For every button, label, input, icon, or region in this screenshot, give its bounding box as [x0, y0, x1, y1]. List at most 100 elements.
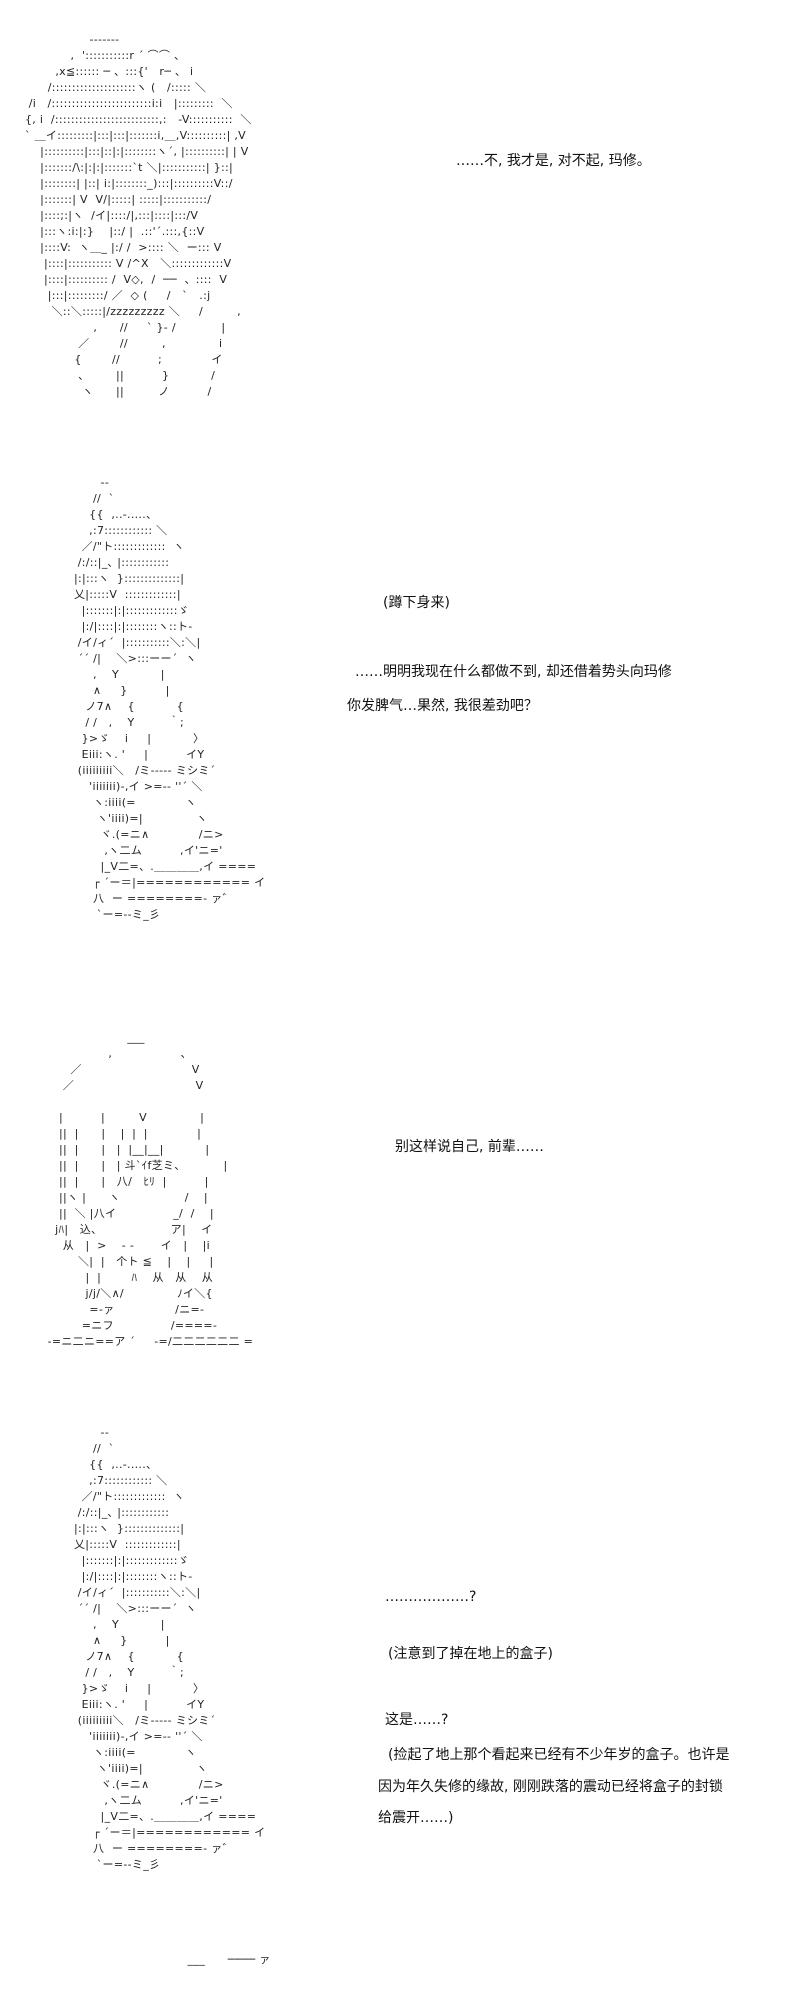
dialogue-line: ……明明我现在什么都做不到, 却还借着势头向玛修	[355, 664, 672, 680]
ascii-art-line: Eiii:ヽ. ' | イY	[55, 748, 205, 761]
ascii-art-figure-4: -- // ` {{ ,..-.....、 ,:7:::::::::::: ＼ …	[55, 1425, 265, 1873]
ascii-art-line: ,:7:::::::::::: ＼	[55, 1474, 168, 1487]
ascii-art-line: / / , Y ｀;	[55, 716, 185, 729]
ascii-art-line: /i /:::::::::::::::::::::::::i:i |::::::…	[25, 97, 233, 110]
ascii-art-line: ,ヽ二ム ,イ'ニ='	[55, 1794, 223, 1807]
ascii-art-line: ,ヽ二ム ,イ'ニ='	[55, 844, 223, 857]
ascii-art-line: ＼::＼:::::|/zzzzzzzzz ＼ / ,	[25, 305, 241, 318]
ascii-art-line: |_V二=、.＿＿＿＿,イ ====	[55, 860, 257, 873]
ascii-art-line: --	[55, 476, 110, 489]
ascii-art-line: ノ7∧ { {	[55, 1650, 184, 1663]
ascii-art-line: |::::::::| |::| i:|::::::::_):::|:::::::…	[25, 177, 233, 190]
ascii-art-line: || | | | | | |	[40, 1127, 202, 1140]
ascii-art-line: ` ＿イ:::::::::|:::|:::|:::::::i,＿,V::::::…	[25, 129, 247, 142]
ascii-art-line	[40, 1094, 253, 1110]
ascii-art-line: /:/::|_､ |::::::::::::	[55, 556, 170, 569]
ascii-art-line: /:/::|_､ |::::::::::::	[55, 1506, 170, 1519]
ascii-art-line: ∧ } |	[55, 684, 170, 697]
ascii-art-line: |::::|::::::::::: V /^X ＼:::::::::::::V	[25, 257, 232, 270]
ascii-art-line: |::::V: ヽ＿_ |:/ / >:::: ＼ ー::: V	[25, 241, 222, 254]
ascii-art-line: Eiii:ヽ. ' | イY	[55, 1698, 205, 1711]
ascii-art-line: ＼| | 个ト ≦ | | |	[40, 1255, 214, 1268]
ascii-art-line: (iiiiiiiii＼ /ミ----- ミシミ´	[55, 764, 216, 777]
ascii-art-line: 、 || } /	[25, 369, 216, 382]
ascii-art-line: {, i /::::::::::::::::::::::::::,: ‐V:::…	[25, 113, 252, 126]
ascii-art-line: ヽ || ノ /	[25, 385, 212, 398]
ascii-art-line: {{ ,..-.....、	[55, 1458, 158, 1471]
ascii-art-line: || ＼ |八イ _/ / |	[40, 1207, 214, 1220]
ascii-art-line: |:::::::| V V/|:::::| :::::|:::::::::::/	[25, 193, 212, 206]
ascii-art-line: `ー=--ミ_彡	[55, 1858, 161, 1871]
ascii-art-line: 乂|:::::V :::::::::::::|	[55, 1538, 181, 1551]
ascii-art-line: ／ V	[40, 1079, 204, 1092]
ascii-art-line: -------	[25, 33, 120, 46]
ascii-art-line: |:::::::|:|:::::::::::::ゞ	[55, 1554, 190, 1567]
ascii-art-line: | | ﾊ 从 从 从	[40, 1271, 213, 1284]
ascii-art-line: ┌ ´ー＝|============ イ	[55, 876, 266, 889]
ascii-art-line: 乂|:::::V :::::::::::::|	[55, 588, 181, 601]
ascii-art-line: 'iiiiiii)-,イ >=-‐ ''´ ＼	[55, 1730, 203, 1743]
ascii-art-line: ||ヽ | ヽ / |	[40, 1191, 208, 1204]
ascii-art-line: 从 | > - - イ | |i	[40, 1239, 210, 1252]
ascii-art-line: j/j/＼∧/ ﾉイ＼{	[40, 1287, 213, 1300]
ascii-art-line: -=ニ二ニ==ア ´ -=/二二二二二二 =	[40, 1335, 254, 1348]
dialogue-line: 这是……?	[385, 1712, 449, 1728]
ascii-art-line: ヽ:iiii(= ヽ	[55, 1746, 197, 1759]
ascii-art-line: }>ゞ i | 〉	[55, 1682, 205, 1695]
ascii-art-line: ヽ'iiii)=| ヽ	[55, 1762, 208, 1775]
ascii-art-line: ／/"ト::::::::::::: ヽ	[55, 1490, 185, 1503]
ascii-art-line: , 、	[40, 1047, 192, 1060]
ascii-art-line: ／ // , i	[25, 337, 223, 350]
ascii-art-line: ´´ /| ＼>:::ーー´ ヽ	[55, 1602, 197, 1615]
ascii-art-line: // `	[55, 1442, 119, 1455]
ascii-art-line: |:::::::/\:|:|:|:::::::`t ＼|:::::::::::|…	[25, 161, 234, 174]
ascii-art-line: ／ V	[40, 1063, 200, 1076]
ascii-art-line: |:::ヽ:i:|:} |::/ | .::'´.:::,{::V	[25, 225, 205, 238]
ascii-art-line: 'iiiiiii)-,イ >=-‐ ''´ ＼	[55, 780, 203, 793]
ascii-art-line: =-ァ /ニ=-	[40, 1303, 205, 1316]
ascii-art-line: 八 ー ========- ァ゛	[55, 1842, 234, 1855]
ascii-art-line: --	[55, 1426, 110, 1439]
ascii-art-figure-1: ------- , ':::::::::::r ´ ⌒⌒ 、 ,x≦::::::…	[25, 32, 252, 400]
dialogue-line: 别这样说自己, 前辈……	[395, 1139, 544, 1155]
narration-line: 给震开……)	[378, 1810, 454, 1826]
ascii-art-figure-2: -- // ` {{ ,..-.....、 ,:7:::::::::::: ＼ …	[55, 475, 265, 923]
ascii-art-line: |:|:::ヽ }::::::::::::::|	[55, 572, 185, 585]
ascii-art-line: |:/|::::|:|::::::::ヽ::ト-	[55, 620, 193, 633]
ascii-art-line: /イ/ィ´ |:::::::::::＼:＼|	[55, 636, 201, 649]
ascii-art-line: ___ ──── ァ	[180, 1953, 271, 1966]
ascii-art-line: `ー=--ミ_彡	[55, 908, 161, 921]
ascii-art-line: ／/"ト::::::::::::: ヽ	[55, 540, 185, 553]
ascii-art-line: =ニフ /====-	[40, 1319, 218, 1332]
ascii-art-fragment: ___ ──── ァ	[180, 1952, 271, 1968]
ascii-art-line: || | | | |__|__| |	[40, 1143, 210, 1156]
narration-line: 因为年久失修的缘故, 刚刚跌落的震动已经将盒子的封锁	[378, 1779, 723, 1795]
ascii-art-line: ヾ.(=ニ∧ /ニ>	[55, 828, 224, 841]
ascii-art-line: /:::::::::::::::::::::ヽ ( /::::: ＼	[25, 81, 207, 94]
ascii-art-line: |::::;:|ヽ /イ|::::/|,:::|::::|:::/V	[25, 209, 199, 222]
ascii-art-line: ∧ } |	[55, 1634, 170, 1647]
ascii-art-line: 八 ー ========- ァ゛	[55, 892, 234, 905]
ascii-art-line: , ':::::::::::r ´ ⌒⌒ 、	[25, 49, 186, 62]
dialogue-line: ……不, 我才是, 对不起, 玛修。	[456, 153, 651, 169]
dialogue-line: 你发脾气…果然, 我很差劲吧？	[347, 698, 538, 714]
ascii-art-line: |:|:::ヽ }::::::::::::::|	[55, 1522, 185, 1535]
ascii-art-line: , // ` }- / |	[25, 321, 226, 334]
ascii-art-line: || | | 八/ ﾋﾘ | |	[40, 1175, 209, 1188]
narration-line: (蹲下身来)	[383, 595, 450, 611]
ascii-art-line: ヽ'iiii)=| ヽ	[55, 812, 208, 825]
ascii-art-line: , Y |	[55, 668, 165, 681]
ascii-art-line: jﾊ| 込、 ア| イ	[40, 1223, 213, 1236]
ascii-art-line: {{ ,..-.....、	[55, 508, 158, 521]
ascii-art-line: ヽ:iiii(= ヽ	[55, 796, 197, 809]
ascii-art-line: ┌ ´ー＝|============ イ	[55, 1826, 266, 1839]
ascii-art-line: , Y |	[55, 1618, 165, 1631]
ascii-art-line: ,x≦:::::: ─ 、:::{' r─ 、 i	[25, 65, 194, 78]
narration-line: (注意到了掉在地上的盒子)	[388, 1646, 553, 1662]
ascii-art-line: |:::::::|:|:::::::::::::ゞ	[55, 604, 190, 617]
ascii-art-line: ノ7∧ { {	[55, 700, 184, 713]
ascii-art-line: | | V |	[40, 1111, 205, 1124]
ascii-art-line: |_V二=、.＿＿＿＿,イ ====	[55, 1810, 257, 1823]
ascii-art-line: |:/|::::|:|::::::::ヽ::ト-	[55, 1570, 193, 1583]
ascii-art-line: (iiiiiiiii＼ /ミ----- ミシミ´	[55, 1714, 216, 1727]
